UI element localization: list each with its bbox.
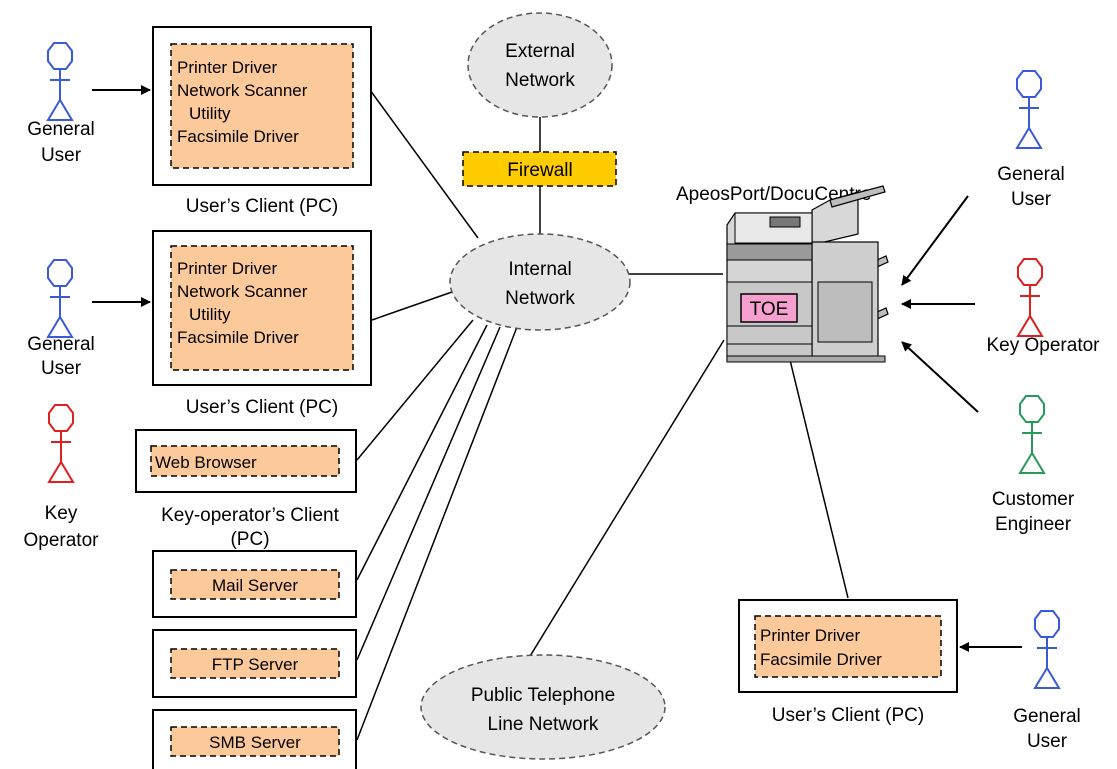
client1-item-3: Utility — [189, 104, 231, 123]
link-webbrowser-internal — [356, 319, 474, 461]
public-network-label-1: Public Telephone — [471, 685, 615, 706]
general-user-1-label-1: General — [27, 119, 95, 140]
public-telephone-cloud: Public Telephone Line Network — [420, 654, 666, 760]
key-operator-left-label-1: Key — [45, 503, 78, 524]
customer-engineer-label-2: Engineer — [995, 514, 1072, 535]
internal-network-cloud: Internal Network — [449, 233, 631, 331]
arrow-engineer-device — [901, 341, 979, 413]
client2-item-3: Utility — [189, 305, 231, 324]
client2-item-4: Facsimile Driver — [177, 328, 299, 347]
external-network-label-1: External — [505, 41, 575, 62]
external-network-cloud: External Network — [467, 12, 613, 118]
customer-engineer-icon — [1019, 395, 1045, 474]
ftp-server-label: FTP Server — [212, 655, 299, 674]
apeosport-docucentre-device: ApeosPort/DocuCentre TOE — [676, 184, 889, 363]
link-device-public — [507, 339, 725, 693]
client3-item-2: Facsimile Driver — [760, 650, 882, 669]
general-user-actor-1: General User — [27, 42, 95, 166]
link-device-client3 — [789, 359, 849, 599]
general-user-2-label-1: General — [27, 334, 95, 355]
client2-caption: User’s Client (PC) — [186, 397, 338, 418]
general-user-bottom-label-2: User — [1027, 731, 1068, 752]
key-operator-client: Web Browser Key-operator’s Client (PC) — [135, 429, 357, 550]
key-op-client-caption-2: (PC) — [230, 529, 269, 550]
toe-label: TOE — [750, 299, 789, 320]
general-user-actor-right-top: General User — [997, 70, 1065, 210]
key-op-client-caption-1: Key-operator’s Client — [161, 505, 339, 526]
users-client-2: Printer Driver Network Scanner Utility F… — [152, 230, 372, 418]
ftp-server: FTP Server — [152, 629, 357, 698]
client3-item-1: Printer Driver — [760, 626, 860, 645]
general-user-actor-bottom: General User — [1013, 610, 1081, 752]
arrow-user-device — [901, 195, 969, 286]
client1-caption: User’s Client (PC) — [186, 196, 338, 217]
general-user-icon — [47, 42, 73, 121]
public-network-label-2: Line Network — [488, 714, 599, 735]
actor-arrows — [92, 85, 1022, 652]
client3-caption: User’s Client (PC) — [772, 705, 924, 726]
general-user-right-label-2: User — [1011, 189, 1052, 210]
key-operator-actor-right: Key Operator — [987, 258, 1101, 356]
client1-item-2: Network Scanner — [177, 81, 308, 100]
key-operator-icon — [1017, 258, 1043, 337]
key-operator-actor-left: Key Operator — [24, 404, 100, 551]
firewall: Firewall — [462, 151, 617, 187]
general-user-icon — [1034, 610, 1060, 689]
client1-item-1: Printer Driver — [177, 58, 277, 77]
link-smb-internal — [356, 326, 518, 741]
customer-engineer-label-1: Customer — [992, 489, 1075, 510]
firewall-label: Firewall — [507, 160, 572, 181]
general-user-bottom-label-1: General — [1013, 706, 1081, 727]
device-title: ApeosPort/DocuCentre — [676, 184, 871, 205]
general-user-1-label-2: User — [41, 145, 82, 166]
key-operator-left-label-2: Operator — [24, 530, 100, 551]
firewall-box — [462, 151, 617, 187]
link-ftp-internal — [356, 326, 501, 661]
users-client-1: Printer Driver Network Scanner Utility F… — [152, 26, 372, 217]
general-user-actor-2: General User — [27, 259, 95, 379]
link-mail-internal — [356, 324, 488, 581]
smb-server: SMB Server — [152, 709, 357, 769]
smb-server-label: SMB Server — [209, 733, 301, 752]
key-operator-icon — [48, 404, 74, 483]
general-user-icon — [47, 259, 73, 338]
customer-engineer-actor: Customer Engineer — [992, 395, 1075, 535]
toe-box — [740, 293, 798, 323]
general-user-right-label-1: General — [997, 164, 1065, 185]
client2-item-2: Network Scanner — [177, 282, 308, 301]
network-connections — [356, 89, 849, 741]
webbrowser-item: Web Browser — [155, 453, 257, 472]
users-client-3: Printer Driver Facsimile Driver User’s C… — [738, 599, 958, 726]
mail-server: Mail Server — [152, 550, 357, 618]
link-client1-internal — [369, 89, 479, 239]
internal-network-label-1: Internal — [508, 259, 571, 280]
mail-server-label: Mail Server — [212, 576, 298, 595]
client2-item-1: Printer Driver — [177, 259, 277, 278]
general-user-2-label-2: User — [41, 358, 82, 379]
general-user-icon — [1016, 70, 1042, 149]
external-network-label-2: Network — [505, 70, 575, 91]
client1-item-4: Facsimile Driver — [177, 127, 299, 146]
link-client2-internal — [371, 291, 453, 321]
internal-network-label-2: Network — [505, 288, 575, 309]
key-operator-right-label: Key Operator — [987, 335, 1101, 356]
